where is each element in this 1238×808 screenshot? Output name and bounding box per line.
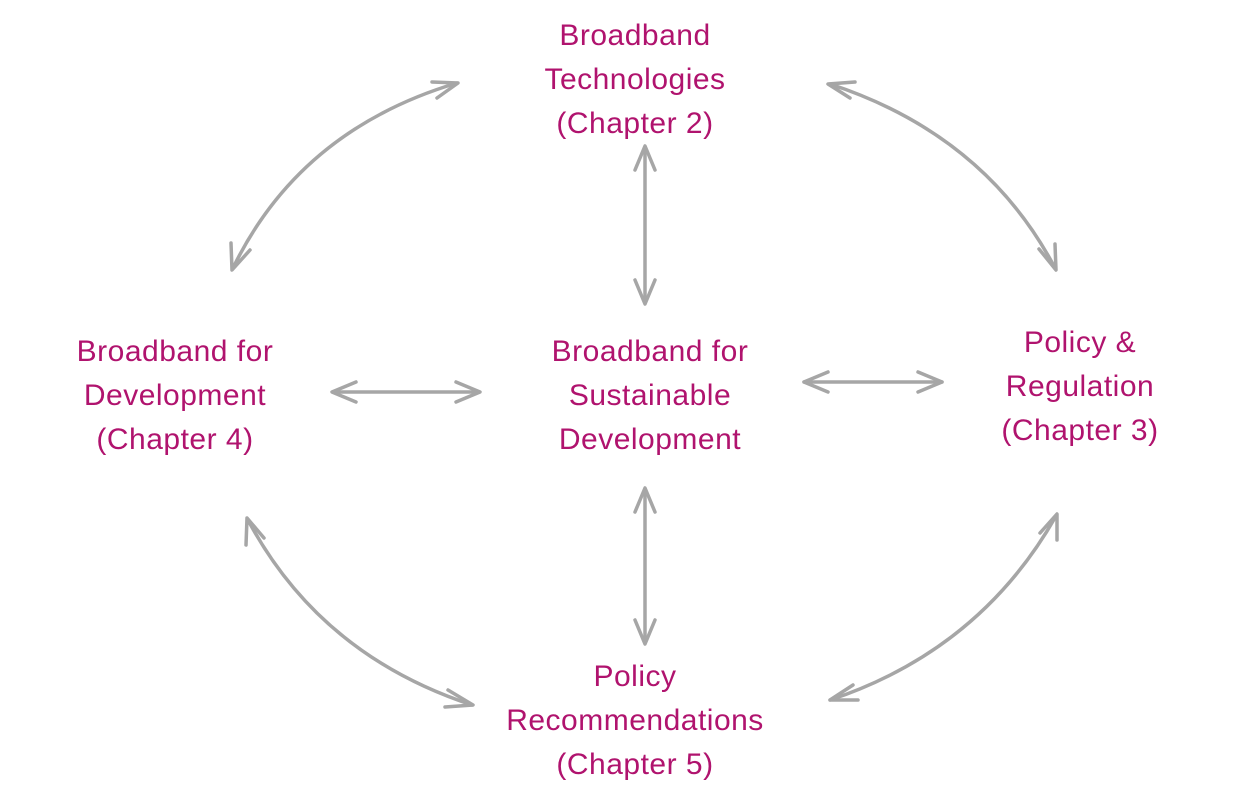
node-broadband-technologies: Broadband Technologies (Chapter 2) [435,14,835,146]
node-policy-recommendations: Policy Recommendations (Chapter 5) [435,655,835,787]
node-right-line-2: Regulation [1005,370,1155,403]
node-left-line-1: Broadband for [76,335,274,368]
connector-bottom-right [828,512,1059,702]
node-broadband-for-development: Broadband for Development (Chapter 4) [20,330,330,462]
node-left-line-3: (Chapter 4) [96,423,254,456]
connector-top-center [633,144,657,306]
node-broadband-for-sustainable-development: Broadband for Sustainable Development [460,330,840,462]
node-policy-and-regulation: Policy & Regulation (Chapter 3) [930,321,1230,453]
node-top-line-2: Technologies [544,63,726,96]
node-bottom-line-3: (Chapter 5) [556,748,714,781]
node-right-line-1: Policy & [1023,326,1137,359]
node-bottom-line-2: Recommendations [506,704,764,737]
node-bottom-line-1: Policy [593,660,677,693]
node-left-line-2: Development [83,379,267,412]
connector-center-right [802,370,944,394]
connector-bottom-left [244,516,475,709]
node-right-line-3: (Chapter 3) [1001,414,1159,447]
node-center-line-2: Sustainable [568,379,732,412]
node-center-line-3: Development [558,423,742,456]
connector-top-left [229,80,460,272]
node-top-line-1: Broadband [559,19,711,52]
connector-top-right [826,80,1058,272]
connector-left-center [330,380,482,404]
node-top-line-3: (Chapter 2) [556,107,714,140]
node-center-line-1: Broadband for [551,335,749,368]
connector-center-bottom [633,486,657,646]
